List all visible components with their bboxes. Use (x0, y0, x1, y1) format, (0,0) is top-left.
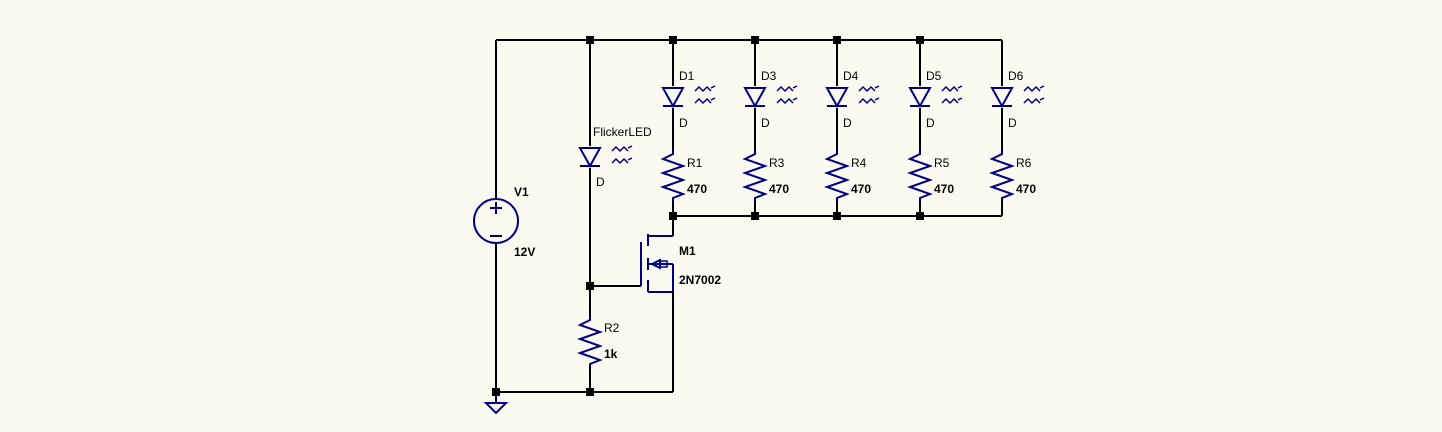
resistor-r5[interactable]: R5 470 (906, 150, 954, 202)
resistor-value: 470 (851, 182, 871, 196)
resistor-value: 470 (769, 182, 789, 196)
led-name: D6 (1008, 69, 1024, 83)
junction-dot (751, 212, 759, 220)
junctions (492, 36, 924, 396)
led-model: D (679, 116, 688, 130)
junction-dot (916, 36, 924, 44)
resistor-r4[interactable]: R4 470 (823, 150, 871, 202)
junction-dot (833, 36, 841, 44)
led-name: D5 (926, 69, 942, 83)
junction-dot (669, 212, 677, 220)
resistor-value: 470 (1016, 182, 1036, 196)
junction-dot (916, 212, 924, 220)
resistor-r2[interactable]: R2 1k (576, 316, 620, 368)
v1-value: 12V (514, 245, 535, 259)
led-d4[interactable]: D4 D (825, 69, 880, 130)
resistor-value: 470 (934, 182, 954, 196)
led-name: D3 (761, 69, 777, 83)
v1-name: V1 (514, 185, 529, 199)
resistor-name: R3 (769, 156, 785, 170)
led-model: D (761, 116, 770, 130)
led-d1[interactable]: D1 D (661, 69, 716, 130)
resistor-r3[interactable]: R3 470 (741, 150, 789, 202)
resistor-r6[interactable]: R6 470 (988, 150, 1036, 202)
junction-dot (669, 36, 677, 44)
led-model: D (926, 116, 935, 130)
mosfet-model: 2N7002 (679, 273, 721, 287)
mosfet-name: M1 (679, 244, 696, 258)
led-d3[interactable]: D3 D (743, 69, 798, 130)
resistor-r1[interactable]: R1 470 (659, 150, 707, 202)
junction-dot (833, 212, 841, 220)
flicker-led-name: FlickerLED (593, 125, 652, 139)
wires (495, 39, 1003, 393)
led-model: D (1008, 116, 1017, 130)
resistor-name: R1 (687, 156, 703, 170)
resistor-name: R2 (604, 321, 620, 335)
led-name: D4 (843, 69, 859, 83)
mosfet-m1[interactable]: M1 2N7002 (640, 234, 721, 293)
led-d5[interactable]: D5 D (908, 69, 963, 130)
resistor-value: 470 (687, 182, 707, 196)
resistor-value: 1k (604, 347, 618, 361)
flicker-led[interactable]: FlickerLED D (578, 125, 652, 189)
junction-dot (586, 36, 594, 44)
junction-dot (492, 388, 500, 396)
resistor-name: R4 (851, 156, 867, 170)
resistor-name: R6 (1016, 156, 1032, 170)
junction-dot (586, 388, 594, 396)
voltage-source-v1[interactable]: V1 12V (473, 185, 535, 259)
resistor-name: R5 (934, 156, 950, 170)
flicker-led-model: D (596, 175, 605, 189)
junction-dot (586, 282, 594, 290)
led-d6[interactable]: D6 D (990, 69, 1045, 130)
led-name: D1 (679, 69, 695, 83)
junction-dot (751, 36, 759, 44)
ground-symbol[interactable] (483, 396, 509, 415)
led-model: D (843, 116, 852, 130)
